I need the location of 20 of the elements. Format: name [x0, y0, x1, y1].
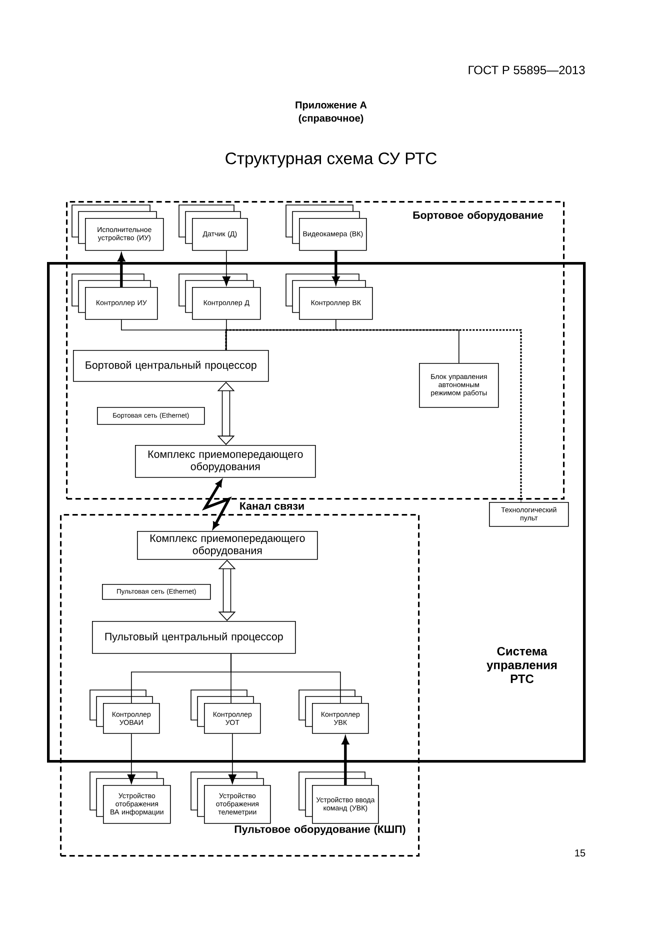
zigzag-arrow — [202, 480, 232, 529]
connector-line — [225, 329, 522, 502]
diagram-title: Структурная схема СУ РТС — [226, 152, 437, 168]
frame-heading: Бортовое оборудование — [413, 211, 544, 222]
frame-heading: Пультовое оборудование (КШП) — [234, 825, 406, 836]
appendix-label: (справочное) — [298, 114, 364, 124]
page-number: 15 — [575, 850, 586, 856]
arrow — [118, 254, 125, 287]
appendix-label: Приложение А — [296, 102, 367, 110]
arrow — [228, 733, 236, 784]
connector-line — [230, 653, 341, 704]
arrow — [127, 733, 136, 784]
page-header: ГОСТ Р 55895—2013 — [468, 66, 585, 74]
arrow — [342, 736, 349, 785]
connector-line — [226, 319, 227, 350]
frame-heading: Система управления РТС — [486, 646, 557, 684]
edge-label: Канал связи — [238, 500, 306, 512]
arrow — [222, 250, 230, 286]
connector-line — [226, 330, 460, 364]
arrow — [332, 250, 340, 284]
